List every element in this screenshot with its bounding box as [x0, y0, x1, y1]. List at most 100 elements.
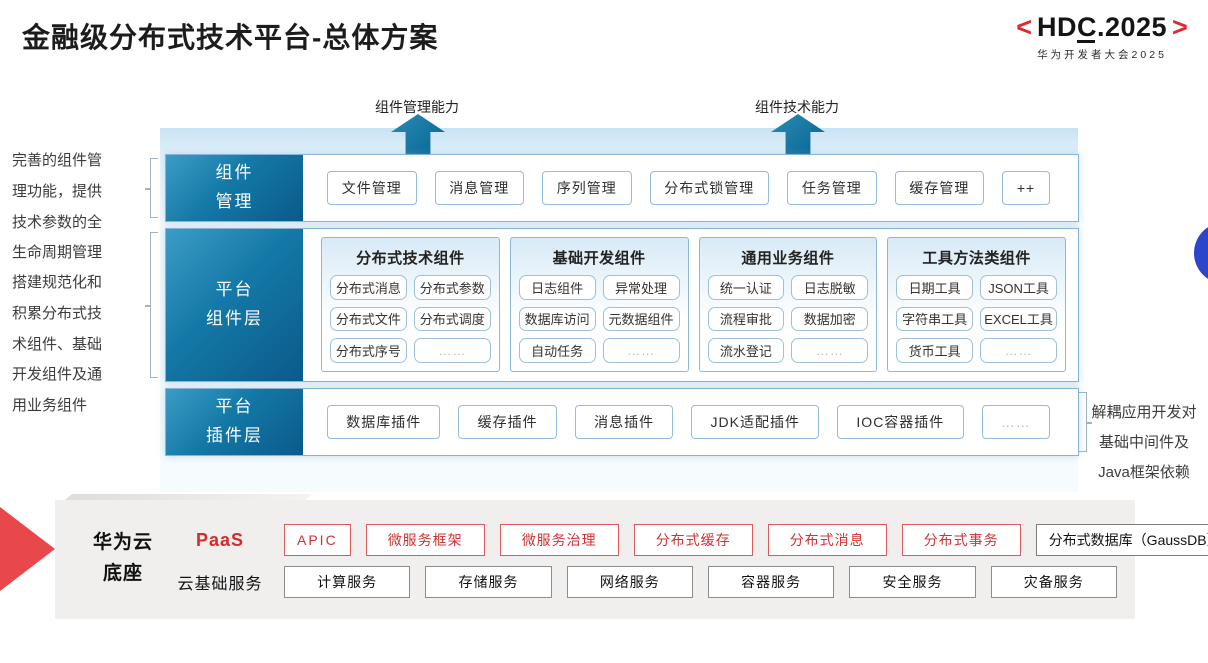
- component-chip[interactable]: 字符串工具: [896, 306, 974, 332]
- paas-item-microservice-governance[interactable]: 微服务治理: [499, 524, 619, 556]
- cloud-item-security[interactable]: 安全服务: [849, 566, 976, 598]
- component-chip[interactable]: 流水登记: [707, 338, 785, 363]
- component-chip[interactable]: JSON工具: [980, 275, 1057, 300]
- cloud-item-container[interactable]: 容器服务: [707, 566, 835, 598]
- component-mgmt-item-more[interactable]: ++: [1002, 171, 1050, 205]
- component-chip[interactable]: 分布式消息: [330, 275, 407, 300]
- component-mgmt-item-task[interactable]: 任务管理: [787, 171, 877, 205]
- paas-item-gaussdb[interactable]: 分布式数据库（GaussDB）: [1035, 524, 1208, 556]
- row-label-line: 组件: [215, 163, 254, 183]
- hdc-logo: <HDC.2025> 华为开发者大会2025: [1004, 12, 1200, 62]
- component-chip[interactable]: 分布式调度: [413, 306, 491, 332]
- component-mgmt-item-message[interactable]: 消息管理: [434, 171, 525, 205]
- capability-label-management: 组件管理能力: [375, 99, 459, 115]
- component-chip[interactable]: 数据库访问: [518, 306, 596, 332]
- logo-wordmark: HDC.2025: [1036, 12, 1168, 42]
- cloud-item-storage[interactable]: 存储服务: [425, 566, 552, 598]
- paas-item-distributed-message[interactable]: 分布式消息: [767, 524, 887, 556]
- logo-right-angle-icon: >: [1172, 12, 1188, 42]
- platform-components-label: 平台 组件层: [166, 229, 303, 381]
- paas-row: PaaS APIC 微服务框架 微服务治理 分布式缓存 分布式消息 分布式事务 …: [171, 524, 1208, 556]
- component-chip[interactable]: 日期工具: [896, 275, 974, 300]
- right-brace: [1079, 392, 1092, 452]
- group-utility-methods: 工具方法类组件 日期工具 JSON工具 字符串工具 EXCEL工具 货币工具 ……: [887, 237, 1066, 372]
- plugin-item-more[interactable]: ……: [981, 405, 1050, 439]
- paas-item-microservice-framework[interactable]: 微服务框架: [365, 524, 485, 556]
- platform-plugins-label: 平台 插件层: [166, 389, 303, 455]
- note-line: 解耦应用开发对: [1091, 404, 1197, 421]
- cloud-services-label: 云基础服务: [177, 576, 263, 593]
- plugin-item-cache[interactable]: 缓存插件: [458, 405, 557, 439]
- platform-plugins-buttons: 数据库插件 缓存插件 消息插件 JDK适配插件 IOC容器插件 ……: [303, 389, 1078, 455]
- left-brace: [145, 158, 158, 218]
- foundation-title-line: 底座: [102, 563, 143, 585]
- red-arrow-icon: [0, 507, 55, 591]
- plugin-item-jdk[interactable]: JDK适配插件: [691, 405, 820, 439]
- group-basic-dev: 基础开发组件 日志组件 异常处理 数据库访问 元数据组件 自动任务 ……: [509, 237, 689, 372]
- platform-plugins-row: 平台 插件层 数据库插件 缓存插件 消息插件 JDK适配插件 IOC容器插件 ……: [165, 388, 1079, 456]
- component-mgmt-row: 组件 管理 文件管理 消息管理 序列管理 分布式锁管理 任务管理 缓存管理 ++: [165, 154, 1079, 222]
- group-grid: 日志组件 异常处理 数据库访问 元数据组件 自动任务 ……: [518, 275, 680, 363]
- group-title: 分布式技术组件: [356, 250, 465, 267]
- component-chip[interactable]: 异常处理: [602, 275, 680, 300]
- note-decoupling: 解耦应用开发对 基础中间件及 Java框架依赖: [1082, 398, 1206, 488]
- component-chip[interactable]: 流程审批: [707, 306, 785, 332]
- component-chip-more[interactable]: ……: [791, 338, 869, 363]
- platform-components-row: 平台 组件层 分布式技术组件 分布式消息 分布式参数 分布式文件 分布式调度 分…: [165, 228, 1079, 382]
- group-title: 工具方法类组件: [922, 250, 1031, 267]
- group-grid: 分布式消息 分布式参数 分布式文件 分布式调度 分布式序号 ……: [330, 275, 491, 363]
- component-mgmt-item-sequence[interactable]: 序列管理: [542, 171, 632, 205]
- cloud-item-network[interactable]: 网络服务: [566, 566, 693, 598]
- component-chip[interactable]: 分布式参数: [413, 275, 491, 300]
- paas-item-distributed-cache[interactable]: 分布式缓存: [633, 524, 753, 556]
- group-grid: 日期工具 JSON工具 字符串工具 EXCEL工具 货币工具 ……: [896, 275, 1057, 363]
- group-title: 通用业务组件: [741, 250, 835, 267]
- logo-left-angle-icon: <: [1016, 12, 1032, 42]
- component-mgmt-label: 组件 管理: [166, 155, 303, 221]
- cloud-item-disaster-recovery[interactable]: 灾备服务: [990, 566, 1117, 598]
- component-chip[interactable]: 数据加密: [791, 306, 869, 332]
- component-chip[interactable]: 日志脱敏: [791, 275, 869, 300]
- page-title: 金融级分布式技术平台-总体方案: [22, 22, 439, 53]
- plugin-item-database[interactable]: 数据库插件: [327, 405, 441, 439]
- component-chip-more[interactable]: ……: [602, 338, 680, 363]
- logo-c-underline: [1077, 40, 1095, 43]
- component-chip[interactable]: 元数据组件: [602, 306, 680, 332]
- row-label-line: 插件层: [206, 426, 263, 445]
- plugin-item-ioc[interactable]: IOC容器插件: [837, 405, 964, 439]
- paas-item-apic[interactable]: APIC: [284, 524, 351, 556]
- cloud-item-compute[interactable]: 计算服务: [284, 566, 411, 598]
- left-brace: [145, 232, 158, 378]
- note-line: Java框架依赖: [1098, 464, 1190, 481]
- component-mgmt-item-file[interactable]: 文件管理: [327, 171, 417, 205]
- blue-circle-decoration: [1194, 222, 1208, 284]
- hdc-logo-subtitle: 华为开发者大会2025: [1037, 49, 1167, 61]
- hdc-logo-text: <HDC.2025>: [1004, 12, 1200, 43]
- component-mgmt-item-lock[interactable]: 分布式锁管理: [649, 171, 770, 205]
- foundation-title-line: 华为云: [92, 532, 153, 553]
- paas-item-distributed-transaction[interactable]: 分布式事务: [901, 524, 1021, 556]
- group-common-business: 通用业务组件 统一认证 日志脱敏 流程审批 数据加密 流水登记 ……: [698, 237, 878, 372]
- component-chip-more[interactable]: ……: [980, 338, 1057, 363]
- component-mgmt-item-cache[interactable]: 缓存管理: [894, 171, 985, 205]
- component-chip[interactable]: 分布式序号: [330, 338, 407, 363]
- group-title: 基础开发组件: [552, 250, 646, 267]
- component-chip[interactable]: 统一认证: [707, 275, 785, 300]
- component-chip[interactable]: EXCEL工具: [980, 306, 1057, 332]
- plugin-item-message[interactable]: 消息插件: [574, 405, 674, 439]
- cloud-services-row: 云基础服务 计算服务 存储服务 网络服务 容器服务 安全服务 灾备服务: [171, 566, 1117, 598]
- component-chip[interactable]: 分布式文件: [330, 306, 407, 332]
- row-label-line: 管理: [215, 192, 254, 211]
- group-distributed-tech: 分布式技术组件 分布式消息 分布式参数 分布式文件 分布式调度 分布式序号 ……: [321, 237, 500, 372]
- group-grid: 统一认证 日志脱敏 流程审批 数据加密 流水登记 ……: [707, 275, 869, 363]
- huawei-cloud-foundation-panel: 华为云 底座 PaaS APIC 微服务框架 微服务治理 分布式缓存 分布式消息…: [55, 500, 1208, 619]
- paas-label: PaaS: [195, 529, 245, 550]
- component-chip[interactable]: 自动任务: [518, 338, 596, 363]
- component-chip[interactable]: 货币工具: [896, 338, 974, 363]
- component-chip[interactable]: 日志组件: [518, 275, 596, 300]
- row-label-line: 平台: [215, 280, 254, 300]
- note-component-management: 完善的组件管理功能，提供技术参数的全生命周期管理: [12, 152, 103, 262]
- note-platform-components: 搭建规范化和积累分布式技术组件、基础开发组件及通用业务组件: [12, 274, 103, 414]
- component-chip-more[interactable]: ……: [413, 338, 491, 363]
